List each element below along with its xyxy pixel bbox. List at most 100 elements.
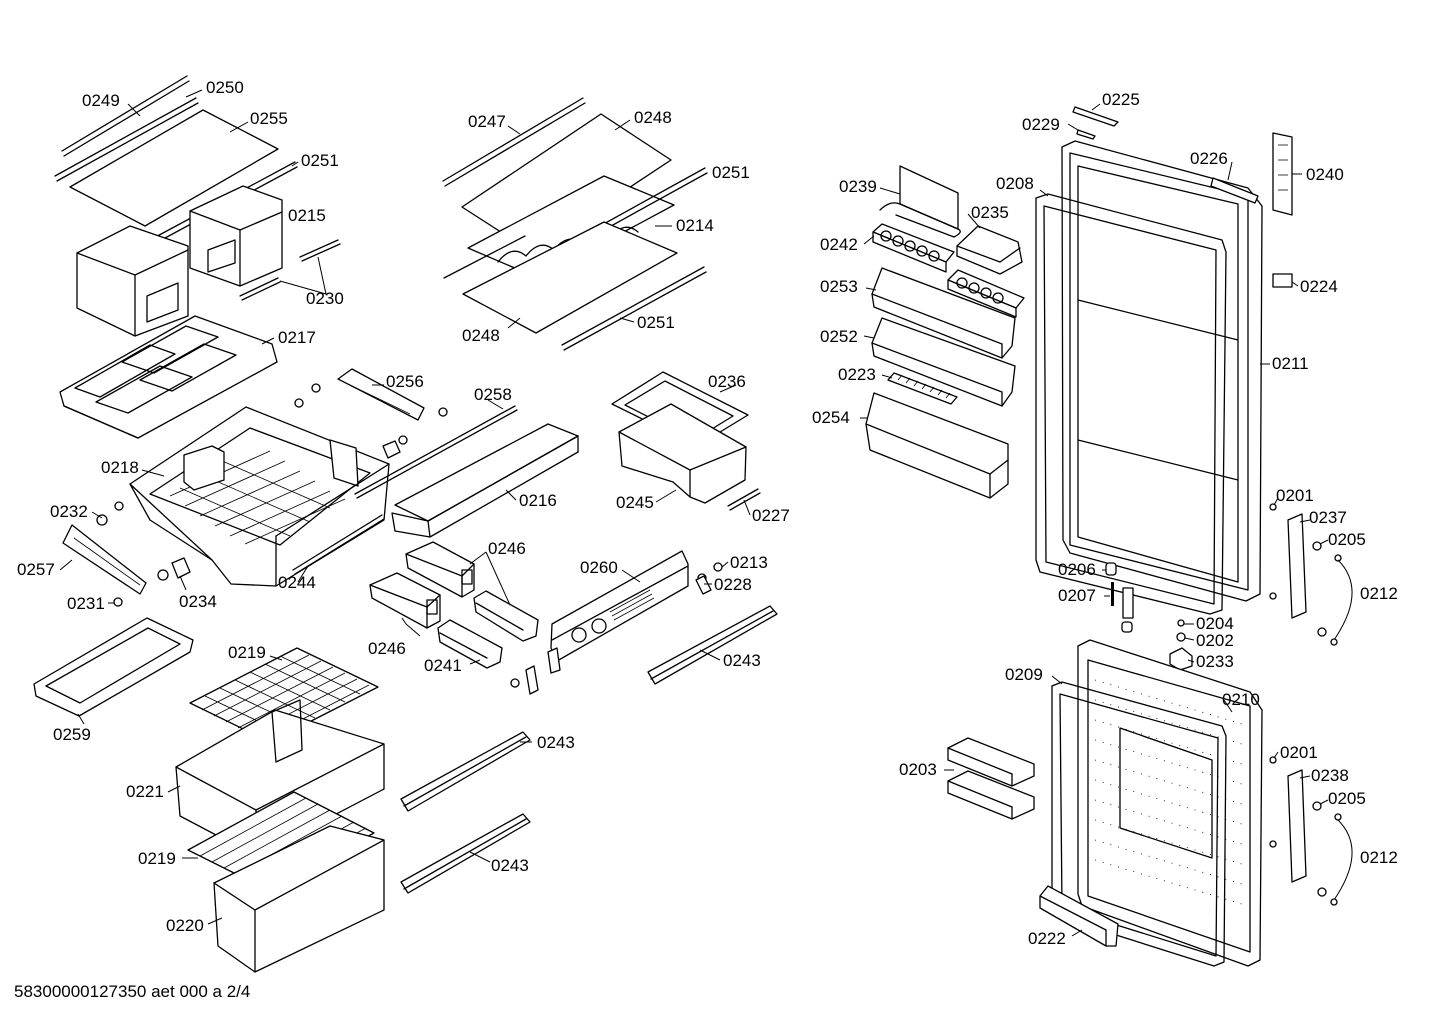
label-0235: 0235 <box>971 203 1009 222</box>
rail-0257 <box>62 501 169 607</box>
label-0239: 0239 <box>839 177 877 196</box>
drawer-0221 <box>175 699 385 857</box>
hinge-assembly-lower <box>1269 756 1353 906</box>
door-gasket-0208 <box>1035 193 1227 615</box>
label-0222: 0222 <box>1028 929 1066 948</box>
rod-0258 <box>354 405 518 499</box>
glass-shelf-wine-rack-assembly <box>442 97 708 351</box>
box-0245 <box>618 403 747 504</box>
foam-insert-blocks <box>76 185 283 337</box>
label-0201: 0201 <box>1280 743 1318 762</box>
label-0212: 0212 <box>1360 584 1398 603</box>
hinge-pin-parts <box>1105 562 1193 671</box>
egg-tray-0235b <box>947 269 1025 318</box>
label-0236: 0236 <box>708 372 746 391</box>
label-0208: 0208 <box>996 174 1034 193</box>
drawer-tray-0218 <box>129 406 401 587</box>
label-0247: 0247 <box>468 112 506 131</box>
label-0257: 0257 <box>17 560 55 579</box>
label-0216: 0216 <box>519 491 557 510</box>
label-0223: 0223 <box>838 365 876 384</box>
rail-0243-top <box>647 605 778 685</box>
control-panel-0260 <box>547 550 689 674</box>
label-0206: 0206 <box>1058 560 1096 579</box>
grille-0223 <box>887 372 958 405</box>
rail-0243-mid <box>400 731 531 812</box>
fridge-door-0211 <box>1061 106 1293 602</box>
label-0243: 0243 <box>537 733 575 752</box>
label-0226: 0226 <box>1190 149 1228 168</box>
rail-0243-bottom <box>400 813 531 894</box>
drawer-0220 <box>213 825 385 973</box>
kick-plate-0222 <box>1039 885 1119 947</box>
label-0214: 0214 <box>676 216 714 235</box>
label-0233: 0233 <box>1196 652 1234 671</box>
label-0245: 0245 <box>616 493 654 512</box>
door-shelf-0253 <box>871 267 1016 359</box>
label-0249: 0249 <box>82 91 120 110</box>
label-0205: 0205 <box>1328 530 1366 549</box>
label-0227: 0227 <box>752 506 790 525</box>
label-0256: 0256 <box>386 372 424 391</box>
label-0228: 0228 <box>714 575 752 594</box>
clip-0234 <box>171 557 191 579</box>
egg-tray-0242 <box>872 223 955 273</box>
glass-shelf-assembly-top-left <box>54 75 298 246</box>
label-0230: 0230 <box>306 289 344 308</box>
label-0220: 0220 <box>166 916 204 935</box>
label-0253: 0253 <box>820 277 858 296</box>
label-0238: 0238 <box>1311 766 1349 785</box>
hinge-assembly-upper <box>1269 503 1353 646</box>
label-0224: 0224 <box>1300 277 1338 296</box>
label-0248: 0248 <box>634 108 672 127</box>
label-0251: 0251 <box>712 163 750 182</box>
label-0251: 0251 <box>637 313 675 332</box>
label-0246: 0246 <box>488 539 526 558</box>
part-labels: 0249 0250 0255 0251 0215 0230 0217 0247 … <box>17 78 1398 948</box>
label-0225: 0225 <box>1102 90 1140 109</box>
label-0242: 0242 <box>820 235 858 254</box>
crisper-cover-plate <box>59 315 278 439</box>
label-0204: 0204 <box>1196 614 1234 633</box>
label-0217: 0217 <box>278 328 316 347</box>
label-0248: 0248 <box>462 326 500 345</box>
label-0215: 0215 <box>288 206 326 225</box>
lid-0235 <box>956 225 1023 275</box>
leader-lines <box>59 89 1329 937</box>
strip-pair-0230 <box>239 239 341 301</box>
label-0211: 0211 <box>1272 354 1309 373</box>
holder-0246-upper <box>405 541 475 598</box>
holder-0246-lower <box>369 572 441 629</box>
door-shelf-0254 <box>865 392 1009 499</box>
door-shelf-0252 <box>871 317 1016 407</box>
rod-0244 <box>292 514 385 575</box>
label-0213: 0213 <box>730 553 768 572</box>
label-0255: 0255 <box>250 109 288 128</box>
label-0219: 0219 <box>228 643 266 662</box>
label-0243: 0243 <box>723 651 761 670</box>
label-0260: 0260 <box>580 558 618 577</box>
label-0244: 0244 <box>278 573 316 592</box>
label-0243: 0243 <box>491 856 529 875</box>
label-0202: 0202 <box>1196 631 1234 650</box>
label-0251: 0251 <box>301 151 339 170</box>
small-parts-0213-0228 <box>510 562 723 695</box>
rail-0256 <box>294 368 448 445</box>
label-0201: 0201 <box>1276 486 1314 505</box>
label-0219: 0219 <box>138 849 176 868</box>
label-0254: 0254 <box>812 408 850 427</box>
drawing-reference-footer: 58300000127350 aet 000 a 2/4 <box>14 982 250 1001</box>
cover-lid-0216 <box>391 423 579 538</box>
label-0240: 0240 <box>1306 165 1344 184</box>
bracket-0246-tray <box>473 590 539 642</box>
door-shelf-0239 <box>879 165 961 238</box>
label-0205: 0205 <box>1328 789 1366 808</box>
freezer-door-0210 <box>1077 639 1263 967</box>
label-0250: 0250 <box>206 78 244 97</box>
label-0231: 0231 <box>67 594 105 613</box>
label-0218: 0218 <box>101 458 139 477</box>
label-0259: 0259 <box>53 725 91 744</box>
label-0246: 0246 <box>368 639 406 658</box>
